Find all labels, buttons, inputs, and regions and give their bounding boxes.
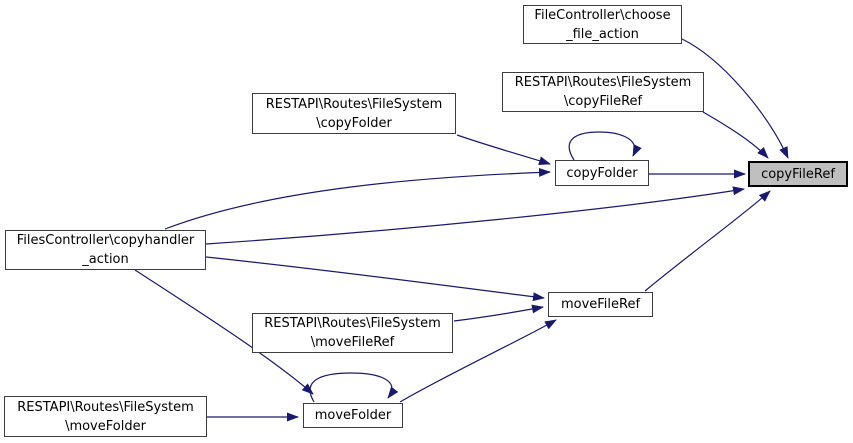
edge-copyhandler-to-moveFileRef <box>205 256 545 302</box>
node-copyFileRef-current: copyFileRef <box>748 161 848 187</box>
node-label: _action <box>82 252 129 267</box>
node-label: RESTAPI\Routes\FileSystem <box>514 75 692 90</box>
node-choose-file-action[interactable]: FileController\choose _file_action <box>523 5 682 44</box>
node-label: FilesController\copyhandler <box>16 233 195 248</box>
node-label: RESTAPI\Routes\FileSystem <box>265 96 443 112</box>
edge-restapi-moveFileRef-to-moveFileRef <box>453 304 544 322</box>
edge-restapi-copyFolder-to-copyFolder <box>456 134 551 166</box>
node-label: moveFileRef <box>560 297 641 312</box>
node-label: \moveFolder <box>65 418 146 434</box>
edge-moveFileRef-to-copyFileRef <box>644 190 771 292</box>
node-restapi-moveFolder[interactable]: RESTAPI\Routes\FileSystem \moveFolder <box>4 396 207 437</box>
edge-copyhandler-to-moveFolder <box>134 269 314 395</box>
edge-copyhandler-to-copyFolder <box>164 167 551 230</box>
node-label: copyFileRef <box>761 166 835 182</box>
node-restapi-copyFolder[interactable]: RESTAPI\Routes\FileSystem \copyFolder <box>252 93 456 134</box>
node-restapi-copyFileRef[interactable]: RESTAPI\Routes\FileSystem \copyFileRef <box>502 72 704 112</box>
node-label: \moveFileRef <box>310 335 395 350</box>
node-moveFileRef[interactable]: moveFileRef <box>548 292 653 317</box>
node-restapi-moveFileRef[interactable]: RESTAPI\Routes\FileSystem \moveFileRef <box>252 313 453 353</box>
node-label: \copyFolder <box>316 115 392 131</box>
edge-copyhandler-to-copyFileRef <box>205 186 745 245</box>
node-label: RESTAPI\Routes\FileSystem <box>264 316 441 331</box>
node-label: moveFolder <box>314 408 392 423</box>
edge-choose-file-action-to-copyFileRef <box>681 38 789 159</box>
edge-moveFolder-to-moveFileRef <box>399 319 557 403</box>
node-label: _file_action <box>566 26 639 42</box>
node-copyhandler-action[interactable]: FilesController\copyhandler _action <box>5 230 206 270</box>
node-label: RESTAPI\Routes\FileSystem <box>17 399 194 415</box>
node-label: FileController\choose <box>534 7 671 23</box>
node-copyFolder[interactable]: copyFolder <box>555 160 649 186</box>
node-label: \copyFileRef <box>563 94 643 109</box>
edge-moveFolder-self-loop <box>309 372 399 403</box>
edge-restapi-copyFileRef-to-copyFileRef <box>702 111 769 159</box>
node-moveFolder[interactable]: moveFolder <box>303 403 403 428</box>
node-label: copyFolder <box>566 165 638 181</box>
edge-copyFolder-self-loop <box>568 131 642 161</box>
